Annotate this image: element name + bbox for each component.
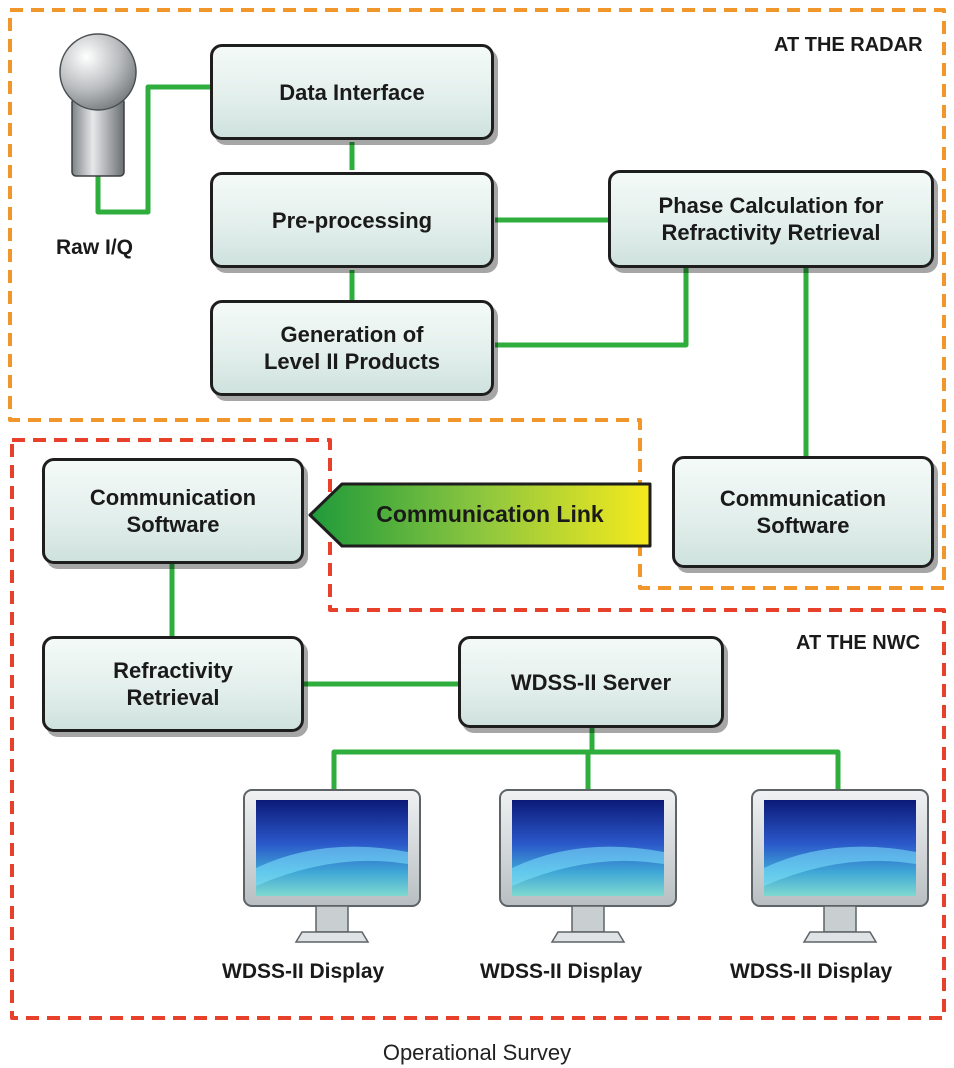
monitor-icon: [499, 789, 677, 943]
figure-caption: Operational Survey: [382, 1040, 572, 1065]
communication-link-label: Communication Link: [376, 500, 604, 527]
radar-region-label: AT THE RADAR: [774, 34, 923, 56]
monitor-icon: [751, 789, 929, 943]
refractivity-retrieval-box: Refractivity Retrieval: [42, 636, 304, 732]
connector-level2-to-phase: [495, 268, 689, 348]
raw-iq-label: Raw I/Q: [56, 236, 134, 259]
data-interface-box: Data Interface: [210, 44, 494, 140]
nwc-region-border: [10, 438, 946, 1020]
communication-software-radar-box: Communication Software: [672, 456, 934, 568]
wdss-server-box: WDSS-II Server: [458, 636, 724, 728]
display-label-2: WDSS-II Display: [480, 960, 643, 983]
nwc-region-label: AT THE NWC: [796, 632, 921, 654]
level2-products-box: Generation of Level II Products: [210, 300, 494, 396]
connector-radar-to-data-interface: [95, 84, 212, 215]
connector-lines: [95, 84, 841, 795]
display-label-3: WDSS-II Display: [730, 960, 893, 983]
phase-calculation-box: Phase Calculation for Refractivity Retri…: [608, 170, 934, 268]
radar-dome-icon: [59, 33, 137, 177]
communication-link-arrow: [308, 482, 652, 548]
pre-processing-box: Pre-processing: [210, 172, 494, 268]
monitor-icon: [243, 789, 421, 943]
communication-software-nwc-box: Communication Software: [42, 458, 304, 564]
display-label-1: WDSS-II Display: [222, 960, 385, 983]
radar-region-border: [8, 8, 946, 590]
